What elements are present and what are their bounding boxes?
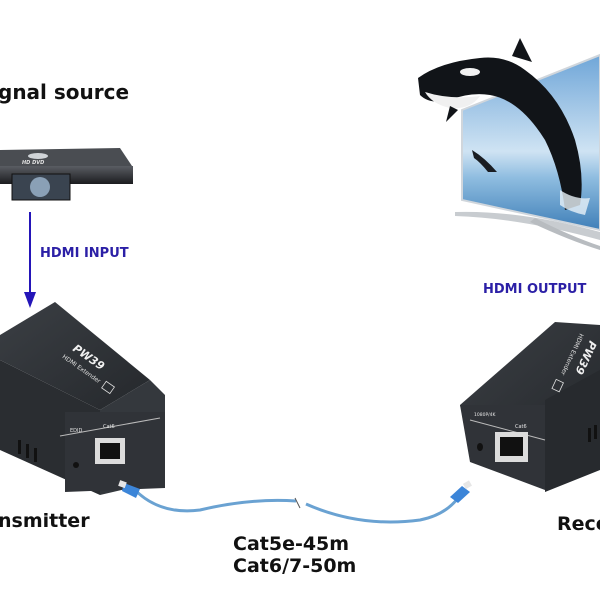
cable-spec-line-1: Cat5e-45m (233, 533, 350, 555)
orca-belly (425, 92, 480, 109)
orca-dorsal-fin (512, 38, 532, 62)
tv-stand-curve (530, 218, 600, 250)
vent-slot (594, 425, 597, 439)
transmitter-badge-frame (101, 380, 115, 395)
vent-slot (34, 448, 37, 462)
arrow-head-icon (24, 292, 36, 308)
receiver-badge-frame (551, 378, 564, 393)
receiver-device: 1080P/4K Cat6 PW39 HDMI Extender (460, 322, 600, 492)
water-splash (560, 190, 590, 215)
rj45-socket-icon (500, 437, 523, 456)
player-logo-text: HD DVD (22, 160, 44, 166)
signal-source-label: gnal source (0, 80, 130, 104)
bluray-logo-icon (28, 153, 48, 159)
signal-source-player: HD DVD (0, 148, 133, 201)
ethernet-cable (118, 480, 472, 524)
orca-eye-patch (460, 68, 480, 76)
rj45-plug-right (450, 486, 470, 503)
rj45-socket-icon (100, 443, 120, 459)
transmitter-edid-label: EDID (70, 428, 82, 434)
orca-body (418, 57, 582, 210)
display-tv (418, 38, 600, 250)
vent-slot (18, 440, 21, 454)
transmitter-divider-line (59, 417, 161, 437)
rj45-plug-left (122, 483, 140, 498)
vent-slot (26, 444, 29, 458)
edid-button (73, 462, 79, 468)
rj45-plug-left-tip (118, 480, 127, 489)
hdmi-input-label: HDMI INPUT (40, 246, 129, 261)
transmitter-top (0, 302, 150, 410)
receiver-label: Rece (557, 513, 600, 535)
hdmi-output-label: HDMI OUTPUT (483, 282, 587, 297)
small-orca (472, 150, 497, 172)
receiver-port-label: Cat6 (515, 424, 527, 430)
transmitter-device: EDID Cat6 PW39 HDMI Extender (0, 302, 165, 495)
receiver-res-label: 1080P/4K (474, 412, 497, 418)
rj45-plug-right-tip (462, 480, 472, 490)
disc-icon (30, 177, 50, 197)
tv-stand (455, 211, 600, 240)
receiver-side (545, 370, 600, 492)
cable-left-segment (133, 488, 297, 513)
receiver-divider-line (469, 419, 546, 441)
orca-flipper (446, 106, 458, 122)
transmitter-label: nsmitter (0, 510, 90, 532)
vent-slot (588, 428, 591, 442)
cable-right-segment (305, 497, 460, 524)
cable-spec-line-2: Cat6/7-50m (233, 555, 357, 577)
cable-break-mark (294, 497, 301, 509)
receiver-indicator (477, 443, 483, 451)
hdmi-input-arrow (24, 212, 36, 308)
transmitter-port-label: Cat6 (103, 424, 115, 430)
